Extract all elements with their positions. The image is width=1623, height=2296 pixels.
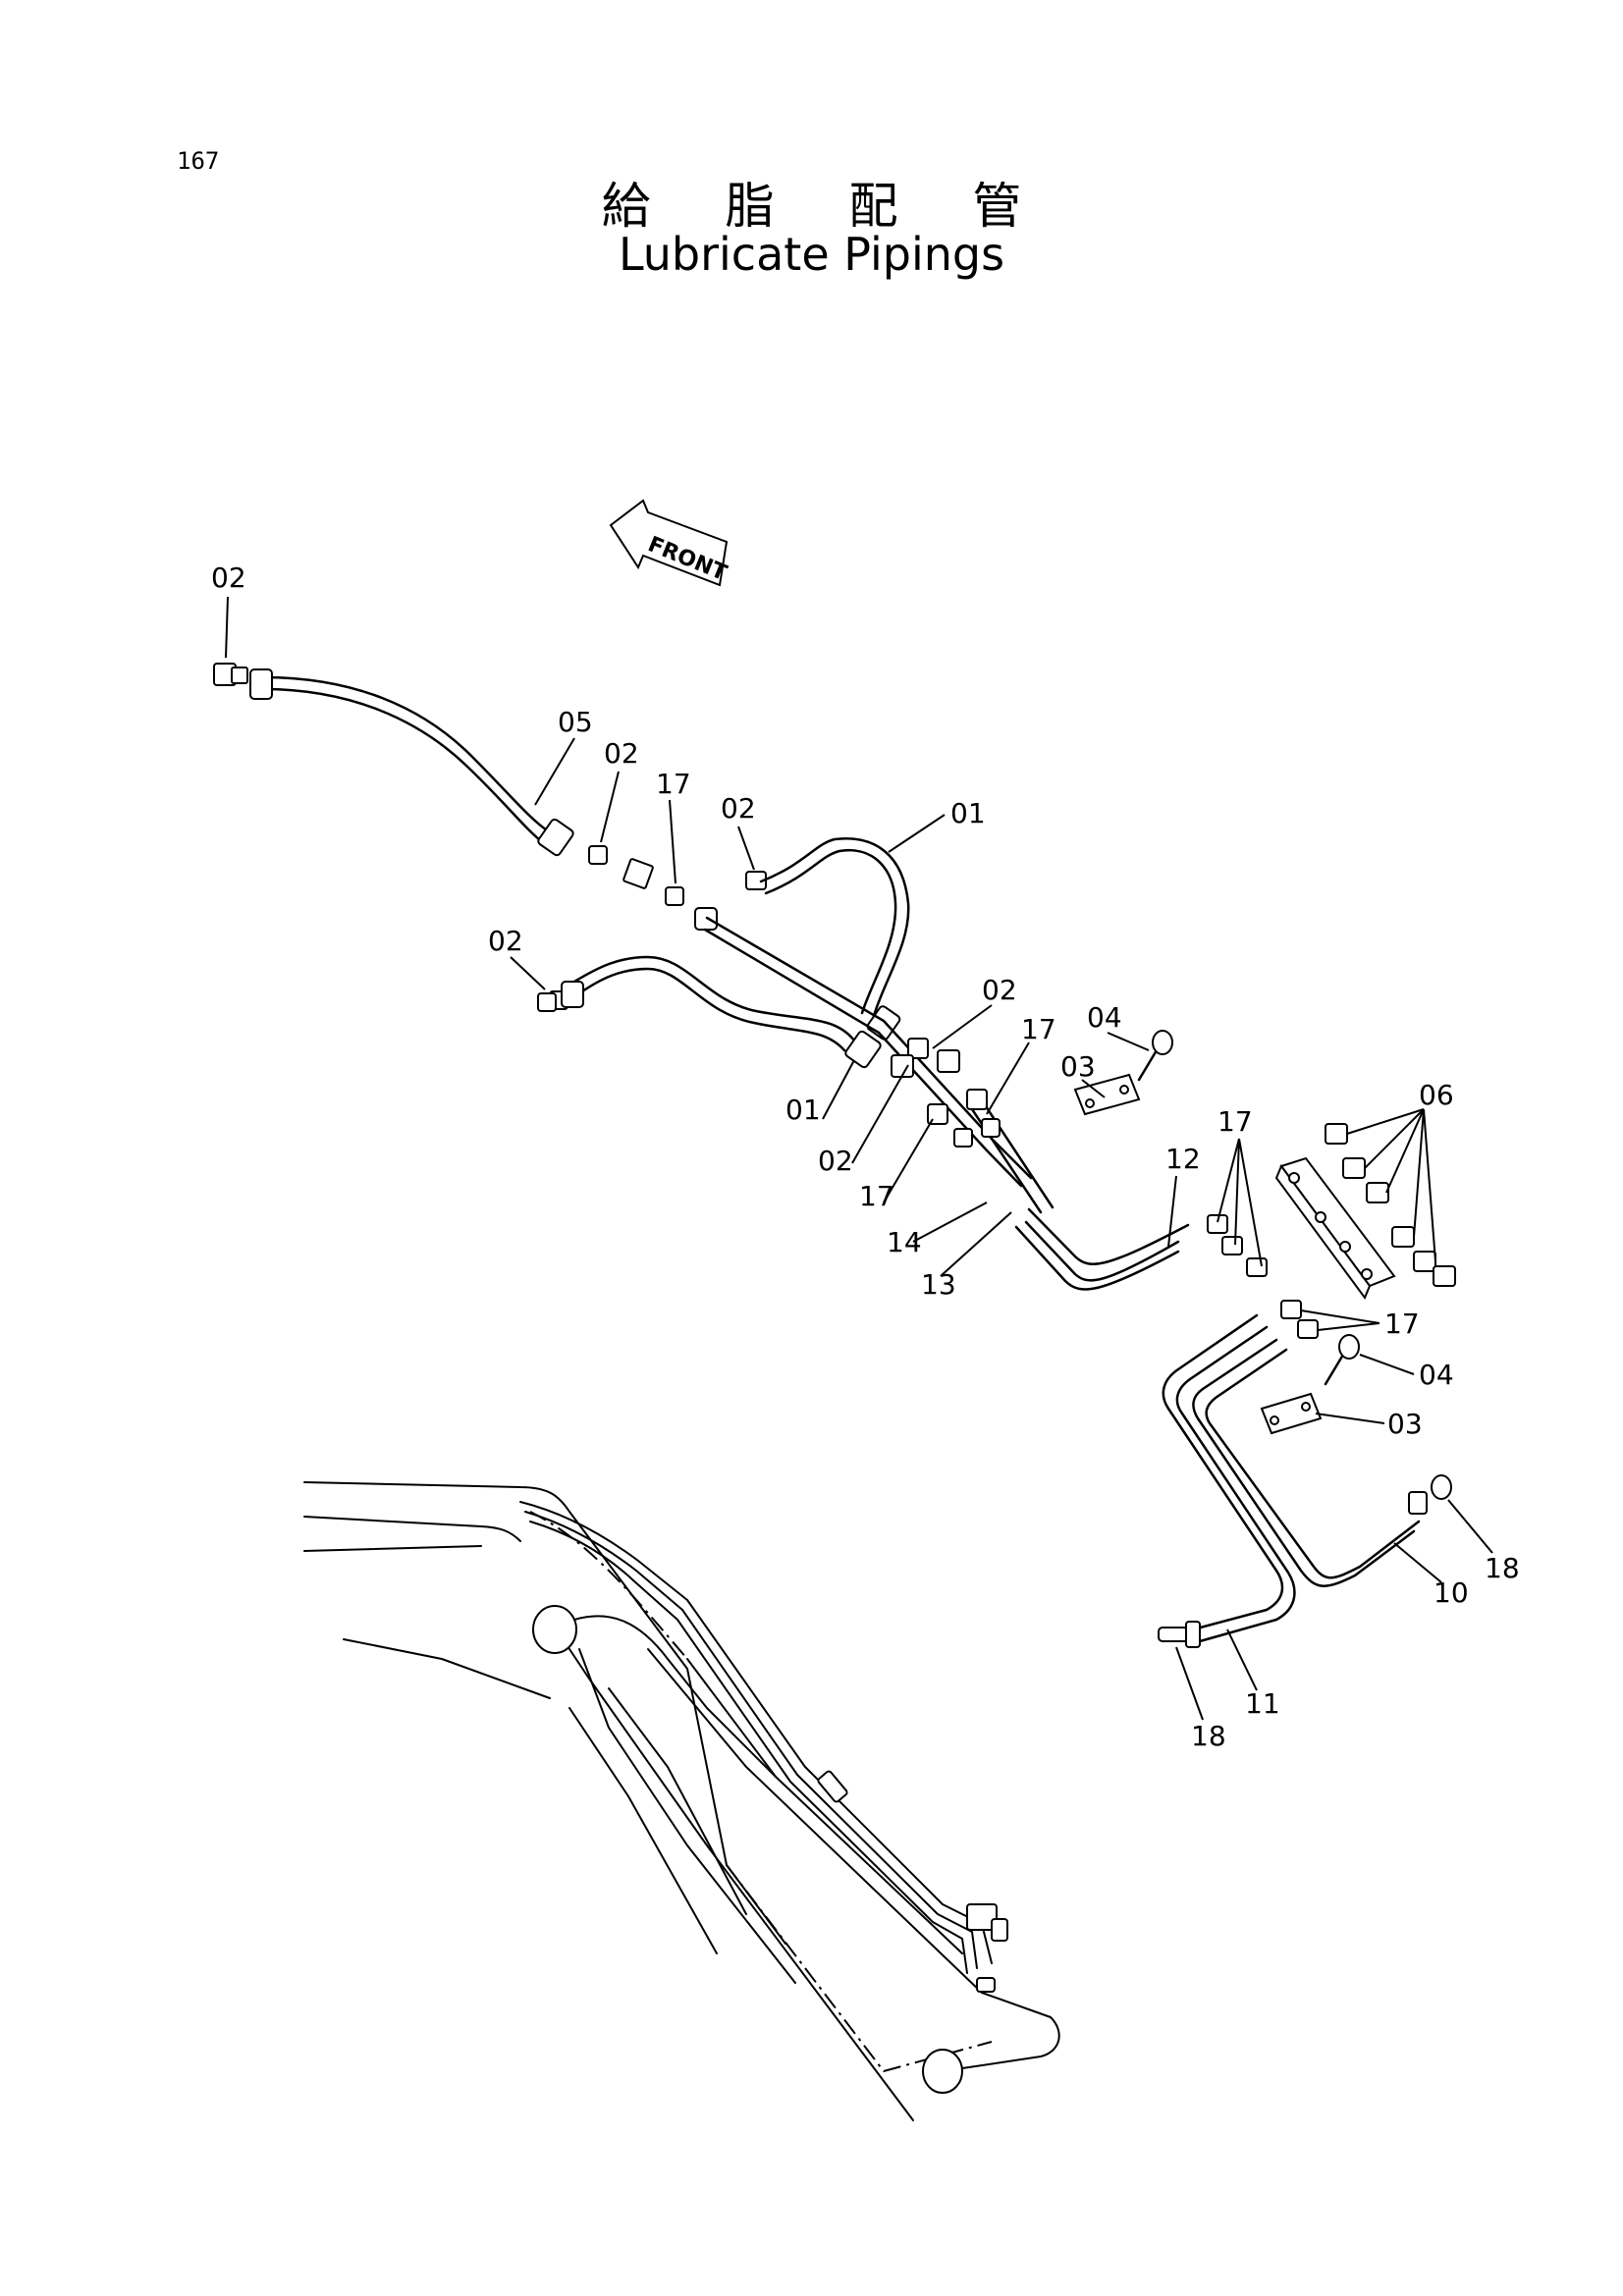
- fittings-17-manifold: [1207, 1214, 1319, 1339]
- label-02-d: 02: [488, 925, 523, 957]
- label-01-b: 01: [785, 1094, 821, 1126]
- hose-05: [249, 668, 574, 857]
- pipe-01-lower: [537, 955, 882, 1069]
- label-11: 11: [1245, 1687, 1280, 1720]
- label-02-f: 02: [818, 1145, 853, 1177]
- pipes-10-11: [1162, 1313, 1421, 1643]
- grease-nipple-04-lower: [1324, 1334, 1360, 1386]
- label-05: 05: [558, 706, 593, 738]
- label-17-c: 17: [859, 1180, 894, 1212]
- label-02-c: 02: [721, 792, 756, 825]
- label-18-b: 18: [1191, 1720, 1226, 1752]
- label-14: 14: [887, 1226, 922, 1258]
- label-02-e: 02: [982, 974, 1017, 1006]
- label-04-b: 04: [1419, 1359, 1454, 1391]
- boom-outline: [303, 1481, 1060, 2121]
- label-03-a: 03: [1060, 1050, 1096, 1083]
- label-17-d: 17: [1217, 1105, 1253, 1138]
- pipe-13-14: [703, 916, 1190, 1291]
- label-06: 06: [1419, 1079, 1454, 1111]
- label-13: 13: [921, 1268, 956, 1301]
- label-01-a: 01: [950, 797, 986, 829]
- label-04-a: 04: [1087, 1001, 1122, 1034]
- title-english: Lubricate Pipings: [618, 228, 1005, 281]
- plate-03-upper: [1073, 1073, 1141, 1116]
- plate-03-lower: [1260, 1392, 1323, 1435]
- fitting-chain: [549, 845, 767, 1010]
- fitting-18-lower: [1158, 1621, 1201, 1648]
- label-17-a: 17: [656, 768, 691, 800]
- label-18-a: 18: [1485, 1552, 1520, 1584]
- title-japanese: 給 脂 配 管: [601, 178, 1052, 235]
- junction-fittings: [891, 1038, 1001, 1148]
- fitting-02-top-left: [213, 663, 248, 686]
- label-12: 12: [1165, 1143, 1201, 1175]
- boom-piping: [519, 1501, 1008, 1993]
- part-labels: 02 05 02 17 02 01 02 02 17 04 03 01 02 1…: [211, 561, 1520, 1752]
- leader-lines: [225, 596, 1493, 1721]
- fitting-18-right: [1408, 1474, 1452, 1515]
- manifold-block: [1274, 1156, 1396, 1301]
- grease-nipple-04-upper: [1137, 1030, 1173, 1082]
- page-number: 167: [177, 147, 220, 175]
- front-arrow: FRONT: [609, 499, 730, 587]
- pipe-01-upper: [759, 837, 910, 1041]
- label-02-a: 02: [211, 561, 246, 594]
- label-17-e: 17: [1384, 1308, 1420, 1340]
- label-17-b: 17: [1021, 1013, 1056, 1045]
- label-03-b: 03: [1387, 1408, 1423, 1440]
- label-02-b: 02: [604, 737, 639, 770]
- fittings-06: [1325, 1123, 1456, 1287]
